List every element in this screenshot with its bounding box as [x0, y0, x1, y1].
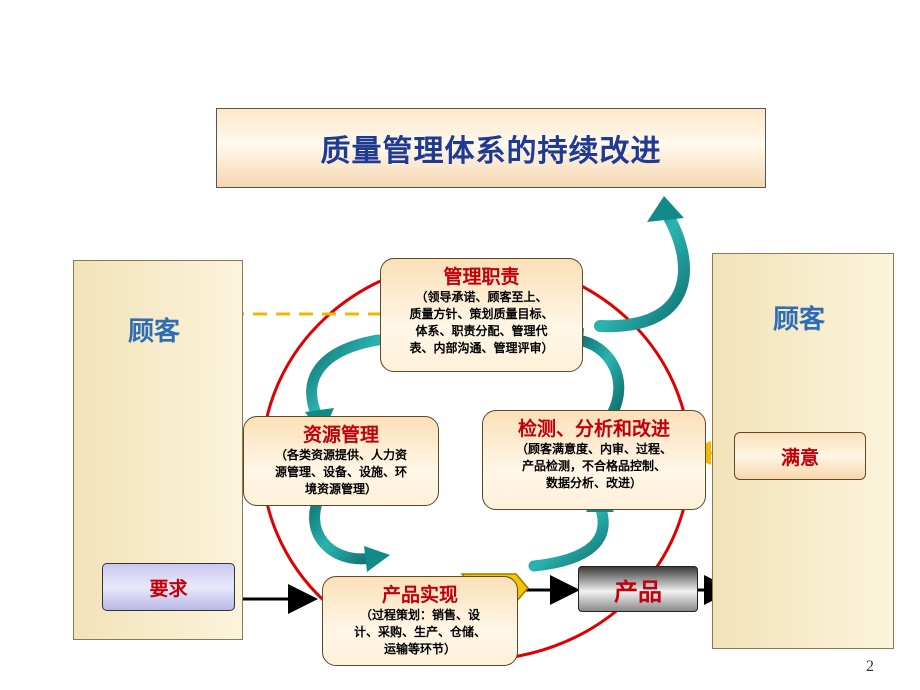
resource-line: （各类资源提供、人力资: [274, 448, 407, 462]
resource-management-box: 资源管理 （各类资源提供、人力资 源管理、设备、设施、环 境资源管理）: [243, 416, 439, 506]
realization-line: 运输等环节）: [383, 642, 456, 656]
management-description: （领导承诺、顾客至上、 质量方针、策划质量目标、 体系、职责分配、管理代 表、内…: [381, 289, 582, 357]
measure-line: （顾客满意度、内审、过程、: [515, 442, 672, 456]
page-title: 质量管理体系的持续改进: [320, 134, 662, 169]
measure-description: （顾客满意度、内审、过程、 产品检测，不合格品控制、 数据分析、改进）: [483, 441, 705, 492]
resource-line: 源管理、设备、设施、环: [274, 465, 407, 479]
satisfaction-label: 满意: [780, 446, 819, 469]
resource-title: 资源管理: [302, 424, 379, 446]
improvement-up-arrow: [594, 196, 690, 333]
measure-title: 检测、分析和改进: [517, 418, 670, 440]
page-number: 2: [866, 658, 874, 675]
management-responsibility-box: 管理职责 （领导承诺、顾客至上、 质量方针、策划质量目标、 体系、职责分配、管理…: [380, 258, 583, 372]
customer-left-label: 顾客: [128, 317, 181, 347]
resource-line: 境资源管理）: [304, 482, 377, 496]
management-line: 质量方针、策划质量目标、: [409, 307, 554, 321]
measure-line: 产品检测，不合格品控制、: [521, 459, 666, 473]
resource-description: （各类资源提供、人力资 源管理、设备、设施、环 境资源管理）: [244, 447, 438, 498]
management-line: 表、内部沟通、管理评审）: [409, 341, 554, 355]
product-realization-box: 产品实现 （过程策划：销售、设 计、采购、生产、仓储、 运输等环节）: [322, 576, 518, 666]
realization-line: （过程策划：销售、设: [359, 608, 480, 622]
measure-line: 数据分析、改进）: [545, 476, 642, 490]
management-line: 体系、职责分配、管理代: [415, 324, 548, 338]
requirement-label: 要求: [149, 577, 188, 600]
realization-title: 产品实现: [381, 584, 458, 606]
requirement-box: 要求: [102, 563, 235, 611]
measure-analysis-improvement-box: 检测、分析和改进 （顾客满意度、内审、过程、 产品检测，不合格品控制、 数据分析…: [482, 410, 706, 510]
product-label: 产品: [614, 577, 662, 606]
product-box: 产品: [578, 566, 698, 612]
satisfaction-box: 满意: [734, 432, 866, 480]
customer-right-label: 顾客: [773, 305, 826, 335]
title-box: 质量管理体系的持续改进: [216, 108, 766, 188]
realization-description: （过程策划：销售、设 计、采购、生产、仓储、 运输等环节）: [323, 607, 517, 658]
management-line: （领导承诺、顾客至上、: [415, 290, 548, 304]
management-title: 管理职责: [443, 266, 520, 288]
realization-line: 计、采购、生产、仓储、: [353, 625, 486, 639]
